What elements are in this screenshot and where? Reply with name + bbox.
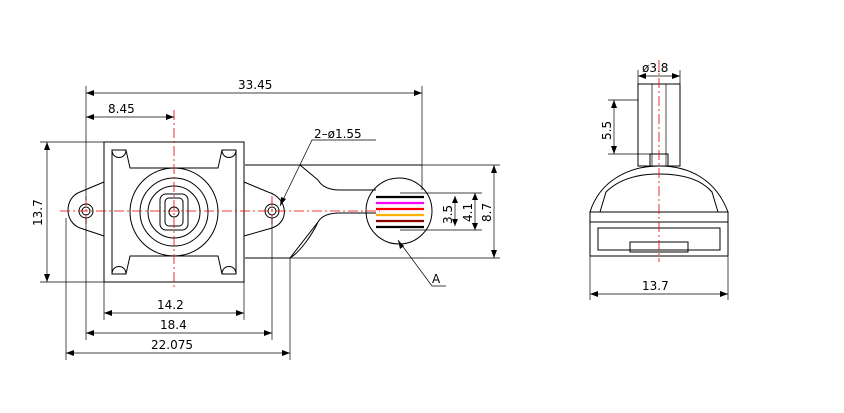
dim-mount-width: 18.4	[160, 318, 187, 332]
dim-height: 13.7	[31, 199, 45, 226]
dim-shaft-dia: ø3.8	[642, 61, 668, 75]
flex-cable-outline	[245, 164, 422, 259]
dim-overall-width: 22.075	[151, 338, 193, 352]
dim-center-offset: 8.45	[108, 102, 135, 116]
dim-overall-length: 33.45	[238, 78, 272, 92]
dim-hole-callout: 2–ø1.55	[314, 127, 362, 141]
dim-body-width: 14.2	[157, 298, 184, 312]
dim-shaft-height: 5.5	[600, 121, 614, 140]
dim-side-width: 13.7	[642, 279, 669, 293]
dim-pitch-small: 3.5	[441, 205, 455, 224]
connector-wires	[376, 195, 424, 229]
dim-flex-width: 8.7	[480, 203, 494, 222]
front-view: 33.45 8.45 2–ø1.55 13.7 3.5 4.1 8.7 A	[31, 78, 500, 360]
mounting-flange	[67, 181, 285, 237]
housing	[589, 165, 729, 213]
side-view: ø3.8 5.5 13.7	[589, 60, 729, 300]
shaft-flat	[159, 193, 189, 231]
detail-label-a: A	[432, 272, 441, 286]
dim-pitch-mid: 4.1	[461, 203, 475, 222]
